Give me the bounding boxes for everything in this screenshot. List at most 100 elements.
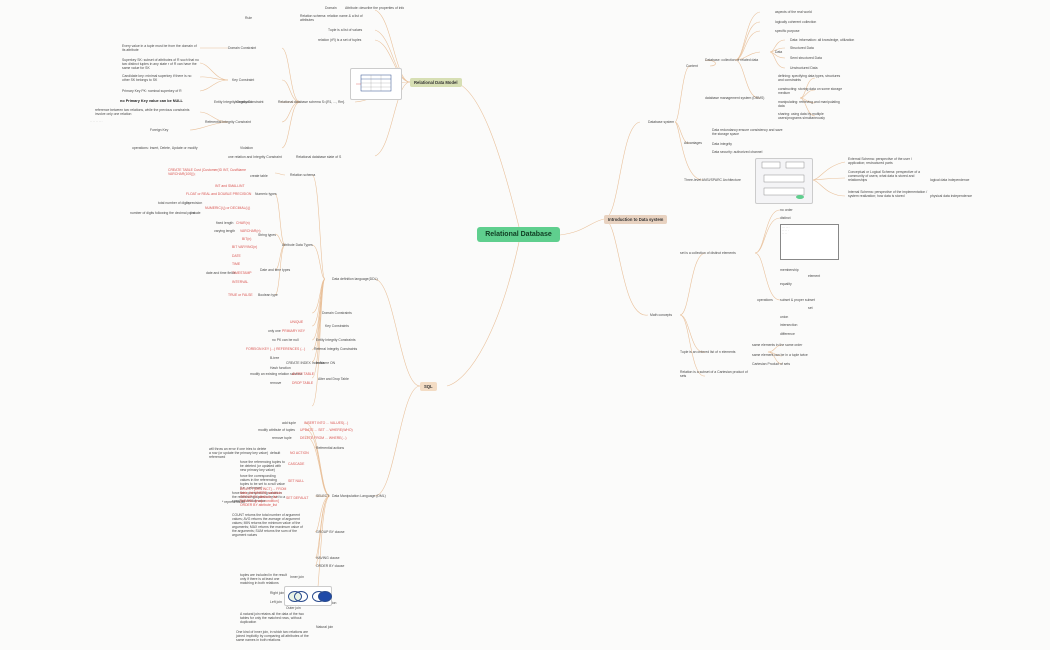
math-concepts[interactable]: Math concepts — [650, 313, 673, 317]
semi-structured-data[interactable]: Semi structured Data — [790, 56, 822, 60]
element[interactable]: element — [808, 274, 821, 278]
content-node[interactable]: Content — [686, 64, 698, 68]
logical-collection[interactable]: logically coherent collection — [775, 20, 817, 24]
cascade[interactable]: CASCADE — [288, 462, 305, 466]
dml[interactable]: Data Manipulation Language (DML) — [332, 494, 386, 498]
modify-schema[interactable]: modify an existing relation schema — [250, 372, 303, 376]
physical-independence[interactable]: physical data independence — [930, 194, 973, 198]
node-relational-data-model[interactable]: Relational Data Model — [410, 78, 462, 87]
set-default-desc[interactable]: force the corresponding values in the re… — [232, 491, 286, 503]
unique[interactable]: UNIQUE — [290, 320, 304, 324]
domain-desc[interactable]: Attribute: describe the properties of in… — [345, 6, 405, 10]
only-one[interactable]: only one — [268, 329, 281, 333]
natural-desc-1[interactable]: A natural join retains all the data of t… — [240, 612, 304, 624]
data-info[interactable]: Data: information: all knowledge, utiliz… — [790, 38, 855, 42]
logical-independence[interactable]: logical data independence — [930, 178, 970, 182]
adv-integrity[interactable]: Data integrity — [712, 142, 732, 146]
varchar-type[interactable]: VARCHAR(n) — [240, 229, 261, 233]
referential-actions[interactable]: Referential actions — [316, 446, 345, 450]
relational-database-schema[interactable]: Relational database schema S={R1, ..., R… — [278, 100, 345, 104]
left-join[interactable]: Left join — [270, 600, 282, 604]
varying-length[interactable]: varying length — [214, 229, 236, 233]
inner-join[interactable]: Inner join — [290, 575, 304, 579]
timestamp-type[interactable]: TIMESTAMP — [232, 271, 252, 275]
key-constraint[interactable]: Key Constraint — [232, 78, 255, 82]
time-type[interactable]: TIME — [232, 262, 241, 266]
distinct[interactable]: distinct — [780, 216, 791, 220]
set-null-desc[interactable]: force the corresponding values in the re… — [240, 474, 285, 490]
cascade-desc[interactable]: force the referencing tuples to be delet… — [240, 460, 285, 472]
bit-varying[interactable]: BIT VARYING(n) — [232, 245, 258, 249]
interval-type[interactable]: INTERVAL — [232, 280, 249, 284]
structured-data[interactable]: Structured Data — [790, 46, 814, 50]
rel-state-desc[interactable]: one relation and Integrity Constraint — [228, 155, 282, 159]
remove-tuple[interactable]: remove tuple — [272, 436, 292, 440]
fixed-length[interactable]: fixed length — [216, 221, 234, 225]
inner-join-desc[interactable]: tuples are included in the result only i… — [240, 573, 287, 585]
candidate-key-desc[interactable]: Candidate key: minimal superkey if there… — [122, 74, 192, 82]
date-type[interactable]: DATE — [232, 254, 241, 258]
set-null[interactable]: SET NULL — [288, 479, 305, 483]
precision[interactable]: i: precision — [186, 201, 203, 205]
scale-desc[interactable]: number of digits following the decimal p… — [130, 211, 195, 215]
no-action-desc[interactable]: will throw an error if one tries to dele… — [209, 447, 268, 459]
specific-purpose[interactable]: specific purpose — [775, 29, 800, 33]
internal-schema[interactable]: Internal Schema: perspective of the impl… — [848, 190, 928, 198]
numeric-types[interactable]: Numeric types — [255, 192, 277, 196]
drop-table[interactable]: DROP TABLE — [292, 381, 314, 385]
remove[interactable]: remove — [270, 381, 282, 385]
index-node[interactable]: Index — [316, 361, 325, 365]
set-def[interactable]: set is a collection of distinct elements — [680, 251, 736, 255]
alter-drop[interactable]: Alter and Drop Table — [318, 377, 349, 381]
sharing[interactable]: sharing: using data by multiple users/pr… — [778, 112, 825, 120]
select[interactable]: SELECT — [316, 494, 330, 498]
date-fields[interactable]: date and time fields — [206, 271, 236, 275]
delete-from[interactable]: DELETE FROM ... WHERE(...) — [300, 436, 347, 440]
no-order[interactable]: no order — [780, 208, 793, 212]
primary-key-desc[interactable]: Primary Key PK: nominal superkey of R — [122, 89, 182, 93]
foreign-key[interactable]: Foreign Key — [150, 128, 169, 132]
key-constraints[interactable]: Key Constraints — [325, 324, 349, 328]
right-join[interactable]: Right join — [270, 591, 285, 595]
pk-null-rule[interactable]: no Primary Key value can be NULL — [120, 99, 183, 103]
alter-table[interactable]: ALTER TABLE — [292, 372, 315, 376]
data-node[interactable]: Data — [775, 50, 783, 54]
relation-schema-desc[interactable]: Relation schema: relation name & a list … — [300, 14, 363, 22]
constructing[interactable]: constructing: storing data on some stora… — [778, 87, 843, 95]
referential-desc[interactable]: reference between two relations, while t… — [95, 108, 190, 116]
having[interactable]: HAVING clause — [316, 556, 340, 560]
default[interactable]: default — [270, 451, 281, 455]
union[interactable]: union — [780, 315, 789, 319]
aspects[interactable]: aspects of the real world — [775, 10, 812, 14]
relation-schema[interactable]: Relation schema — [290, 173, 316, 177]
adv-redundancy[interactable]: Data redundancy:ensure consistency and s… — [712, 128, 783, 136]
boolean-type[interactable]: Boolean type — [258, 293, 278, 297]
tuple-desc[interactable]: Tuple is a list of values — [328, 28, 363, 32]
same-order[interactable]: same elements in the same order — [752, 343, 803, 347]
create-table-code[interactable]: CREATE TABLE Cust (Customer(ID INT, Cust… — [168, 168, 246, 176]
node-sql[interactable]: SQL — [420, 382, 437, 391]
superkey-desc[interactable]: Superkey SK: subset of attributes of R s… — [122, 58, 199, 70]
same-twice[interactable]: same element can be in a tuple twice — [752, 353, 808, 357]
bit-type[interactable]: BIT(n) — [242, 237, 252, 241]
domain-constraints[interactable]: Domain Constraints — [322, 311, 352, 315]
three-level-architecture[interactable]: Three-level ANSI/SPARC Architecture — [684, 178, 741, 182]
create-index[interactable]: CREATE INDEX IndexName ON — [286, 361, 336, 365]
membership[interactable]: membership — [780, 268, 799, 272]
set-default[interactable]: SET DEFAULT — [286, 496, 309, 500]
float-real[interactable]: FLOAT or REAL and DOUBLE PRECISION — [186, 192, 252, 196]
domain-constraint[interactable]: Domain Constraint — [228, 46, 257, 50]
select-code[interactable]: SELECT [DISTINCT] ... FROM table_list WH… — [240, 487, 287, 507]
entity-integrity-constraint[interactable]: Entity Integrity Constraint — [214, 100, 252, 104]
primary-key[interactable]: PRIMARY KEY — [282, 329, 306, 333]
external-schema[interactable]: External Schema: perspective of the user… — [848, 157, 912, 165]
int-smallint[interactable]: INT and SMALLINT — [215, 184, 245, 188]
hash-function[interactable]: Hash function — [270, 366, 291, 370]
create-table[interactable]: create table — [250, 174, 268, 178]
btree[interactable]: B-tree — [270, 356, 280, 360]
star-all[interactable]: * represents all — [222, 500, 245, 504]
aggregate-desc[interactable]: COUNT returns the total number of argume… — [232, 513, 303, 537]
node-introduction-data-system[interactable]: Introduction to Data system — [604, 215, 668, 224]
boolean-values[interactable]: TRUE or FALSE — [228, 293, 253, 297]
database-def[interactable]: Database: collection of related data — [705, 58, 759, 62]
